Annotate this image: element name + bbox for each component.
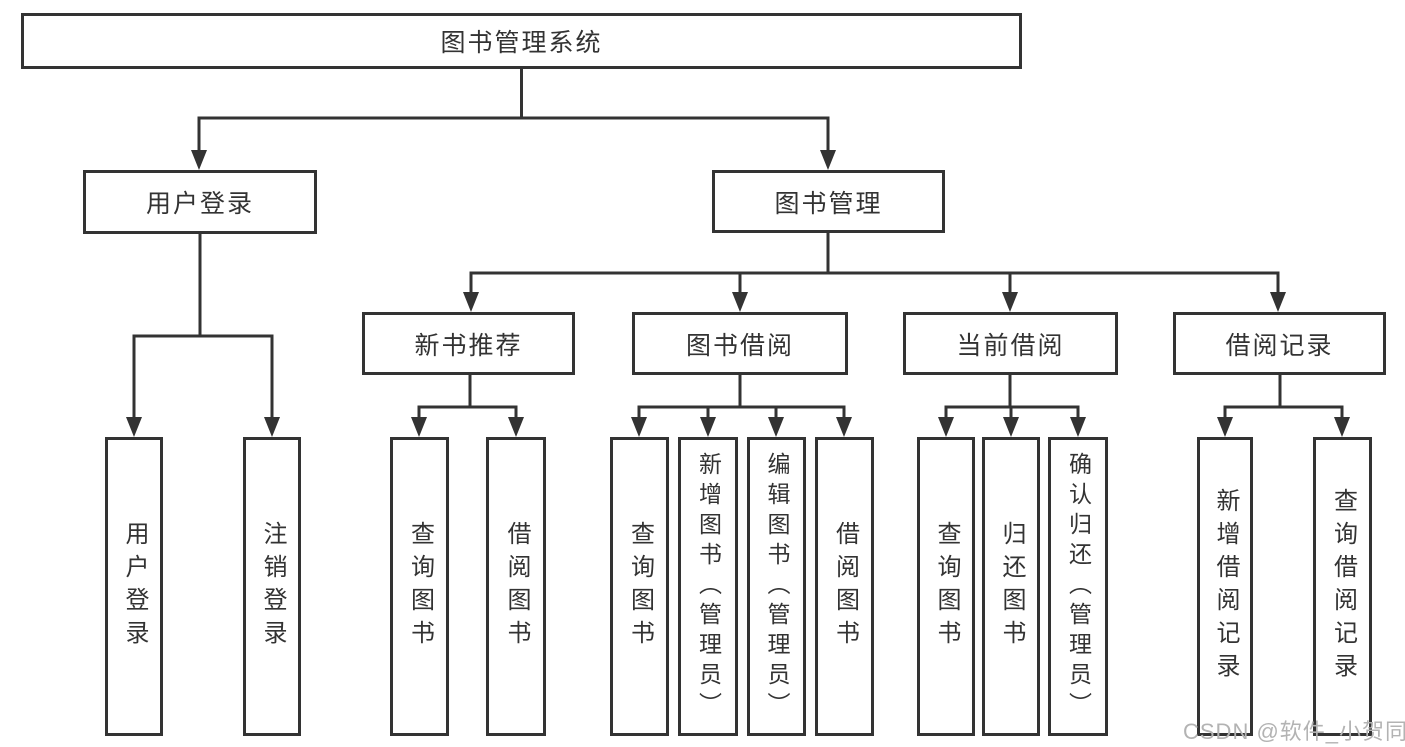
- leaf-br-add-record-label: 新增借阅记录: [1212, 487, 1239, 686]
- arrow-down-icon: [1217, 417, 1233, 437]
- arrow-down-icon: [126, 417, 142, 437]
- leaf-user-login: 用户登录: [105, 437, 163, 736]
- node-root-label: 图书管理系统: [440, 29, 603, 57]
- node-user-login: 用户登录: [83, 170, 317, 234]
- leaf-nr-query-books-label: 查询图书: [406, 520, 434, 653]
- leaf-br-query-record-label: 查询借阅记录: [1329, 487, 1357, 686]
- arrow-down-icon: [1270, 292, 1286, 312]
- arrow-down-icon: [191, 150, 207, 170]
- leaf-bb-add-books-label: 新增图书（管理员）: [695, 451, 722, 722]
- node-borrowing-records: 借阅记录: [1173, 312, 1386, 375]
- arrow-down-icon: [631, 417, 647, 437]
- arrow-down-icon: [463, 292, 479, 312]
- node-book-management-label: 图书管理: [774, 189, 883, 218]
- node-new-book-recommendation: 新书推荐: [362, 312, 575, 375]
- leaf-bb-query-books-label: 查询图书: [626, 520, 654, 653]
- node-borrowing-records-label: 借阅记录: [1225, 331, 1334, 360]
- node-current-borrowing: 当前借阅: [903, 312, 1118, 375]
- arrow-down-icon: [1070, 417, 1086, 437]
- arrow-down-icon: [820, 150, 836, 170]
- arrow-down-icon: [732, 292, 748, 312]
- leaf-cb-confirm-return-label: 确认归还（管理员）: [1065, 451, 1092, 722]
- leaf-cb-return-books-label: 归还图书: [998, 520, 1025, 653]
- leaf-cb-query-books: 查询图书: [917, 437, 975, 736]
- leaf-br-add-record: 新增借阅记录: [1197, 437, 1253, 736]
- leaf-bb-add-books: 新增图书（管理员）: [678, 437, 738, 736]
- arrow-down-icon: [700, 417, 716, 437]
- leaf-bb-edit-books-label: 编辑图书（管理员）: [764, 451, 790, 722]
- arrow-down-icon: [411, 417, 427, 437]
- leaf-br-query-record: 查询借阅记录: [1313, 437, 1372, 736]
- node-book-management: 图书管理: [712, 170, 945, 233]
- arrow-down-icon: [836, 417, 852, 437]
- leaf-bb-query-books: 查询图书: [610, 437, 669, 736]
- leaf-bb-borrow-books-label: 借阅图书: [831, 520, 859, 653]
- node-new-book-recommendation-label: 新书推荐: [414, 331, 523, 360]
- node-book-borrowing: 图书借阅: [632, 312, 848, 375]
- arrow-down-icon: [508, 417, 524, 437]
- leaf-nr-query-books: 查询图书: [390, 437, 449, 736]
- arrowhead-icons: [126, 150, 1350, 437]
- arrow-down-icon: [1003, 417, 1019, 437]
- leaf-cb-confirm-return: 确认归还（管理员）: [1048, 437, 1108, 736]
- arrow-down-icon: [1002, 292, 1018, 312]
- arrow-down-icon: [768, 417, 784, 437]
- leaf-user-login-label: 用户登录: [121, 520, 148, 653]
- node-root: 图书管理系统: [21, 13, 1022, 69]
- leaf-logout: 注销登录: [243, 437, 301, 736]
- arrow-down-icon: [938, 417, 954, 437]
- leaf-nr-borrow-books-label: 借阅图书: [503, 520, 530, 653]
- node-user-login-label: 用户登录: [145, 190, 254, 218]
- arrow-down-icon: [1334, 417, 1350, 437]
- leaf-bb-edit-books: 编辑图书（管理员）: [747, 437, 806, 736]
- leaf-nr-borrow-books: 借阅图书: [486, 437, 546, 736]
- leaf-cb-return-books: 归还图书: [982, 437, 1040, 736]
- leaf-cb-query-books-label: 查询图书: [933, 520, 960, 653]
- watermark: CSDN @软件_小贺同学: [1183, 719, 1405, 744]
- node-current-borrowing-label: 当前借阅: [956, 331, 1065, 360]
- leaf-logout-label: 注销登录: [259, 520, 286, 653]
- node-book-borrowing-label: 图书借阅: [685, 331, 794, 360]
- leaf-bb-borrow-books: 借阅图书: [815, 437, 874, 736]
- arrow-down-icon: [264, 417, 280, 437]
